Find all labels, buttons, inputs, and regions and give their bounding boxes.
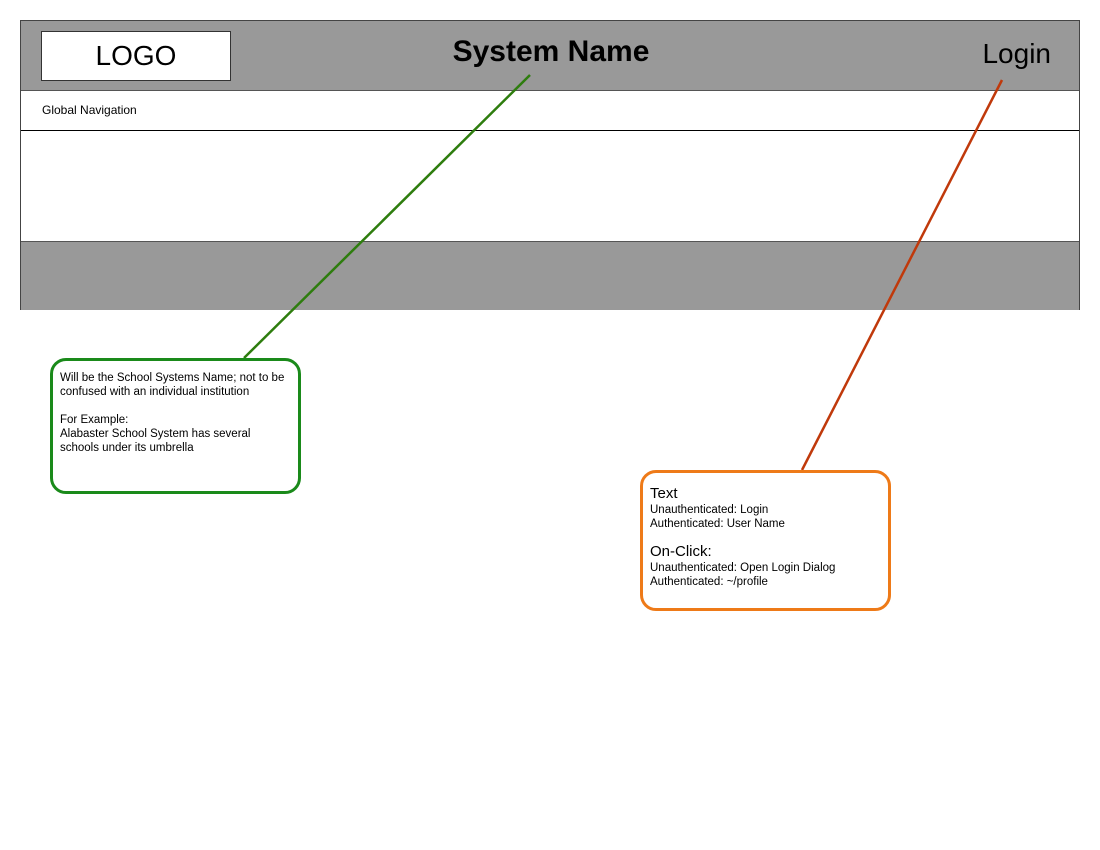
global-navigation: Global Navigation (21, 91, 1079, 131)
logo-label: LOGO (95, 40, 177, 71)
login-note-text-authenticated: Authenticated: User Name (650, 518, 785, 530)
content-area (21, 131, 1079, 241)
login-note-text-heading: Text (650, 485, 678, 502)
system-note-line-1: Will be the School Systems Name; not to … (60, 372, 285, 384)
login-annotation: Text Unauthenticated: Login Authenticate… (640, 470, 891, 611)
system-note-line-2: confused with an individual institution (60, 386, 250, 398)
login-note-onclick-authenticated: Authenticated: ~/profile (650, 576, 768, 588)
logo-placeholder[interactable]: LOGO (41, 31, 231, 81)
wireframe-page: LOGO System Name Login Global Navigation (20, 20, 1080, 310)
footer-bar (21, 241, 1079, 310)
login-link[interactable]: Login (982, 38, 1051, 69)
system-note-line-3: For Example: (60, 414, 129, 426)
login-note-onclick-unauthenticated: Unauthenticated: Open Login Dialog (650, 562, 836, 574)
global-navigation-label: Global Navigation (42, 103, 137, 117)
system-note-line-4: Alabaster School System has several (60, 428, 251, 440)
system-name-title: System Name (452, 35, 650, 68)
login-note-onclick-heading: On-Click: (650, 543, 712, 560)
login-note-text-unauthenticated: Unauthenticated: Login (650, 504, 769, 516)
header-bar: LOGO System Name Login (21, 21, 1079, 91)
system-name-annotation: Will be the School Systems Name; not to … (50, 358, 301, 494)
system-note-line-5: schools under its umbrella (60, 442, 194, 454)
